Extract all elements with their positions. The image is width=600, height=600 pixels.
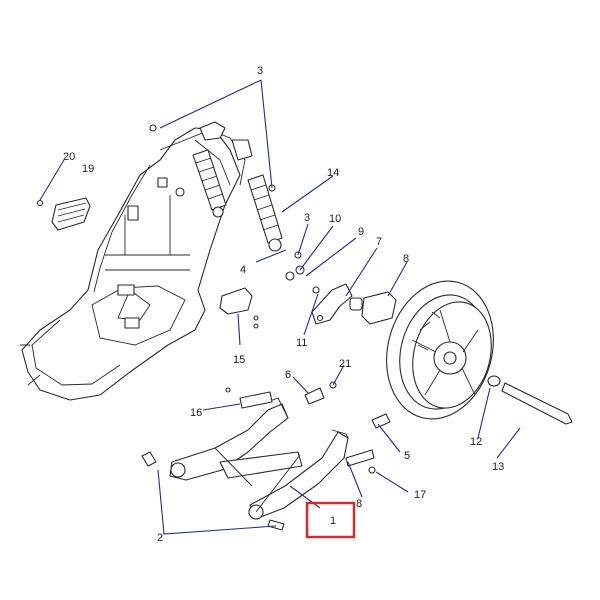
leader-lines [39,79,521,535]
callout-3a: 3 [257,65,263,77]
callout-7: 7 [376,236,382,248]
callout-4: 4 [240,264,246,276]
callout-1: 1 [330,515,336,527]
small-parts [36,124,573,531]
callout-13: 13 [492,461,504,473]
swing-arm [169,397,349,520]
callout-16: 19 [82,163,94,175]
callout-12: 12 [470,436,482,448]
shock-absorbers [192,149,283,252]
callout-3b: 3 [304,212,310,224]
highlight-box [305,501,356,539]
rear-wheel [386,280,494,420]
callout-labels: 3 20 19 14 3 10 9 7 8 4 11 15 6 21 16 12… [63,65,504,544]
callout-19: 16 [190,407,202,419]
callout-9: 9 [358,226,364,238]
callout-8a: 8 [403,253,409,265]
callout-21: 21 [339,358,351,370]
callout-8b: 8 [356,498,362,510]
callout-14: 14 [327,167,339,179]
callout-20: 17 [414,489,426,501]
callout-6: 6 [285,369,291,381]
callout-5: 5 [404,450,410,462]
callout-2: 2 [157,532,163,544]
main-frame [20,121,253,401]
callout-10: 10 [329,213,341,225]
callout-11: 11 [296,337,307,349]
callout-15: 15 [233,354,245,366]
callout-17: 20 [63,151,75,163]
